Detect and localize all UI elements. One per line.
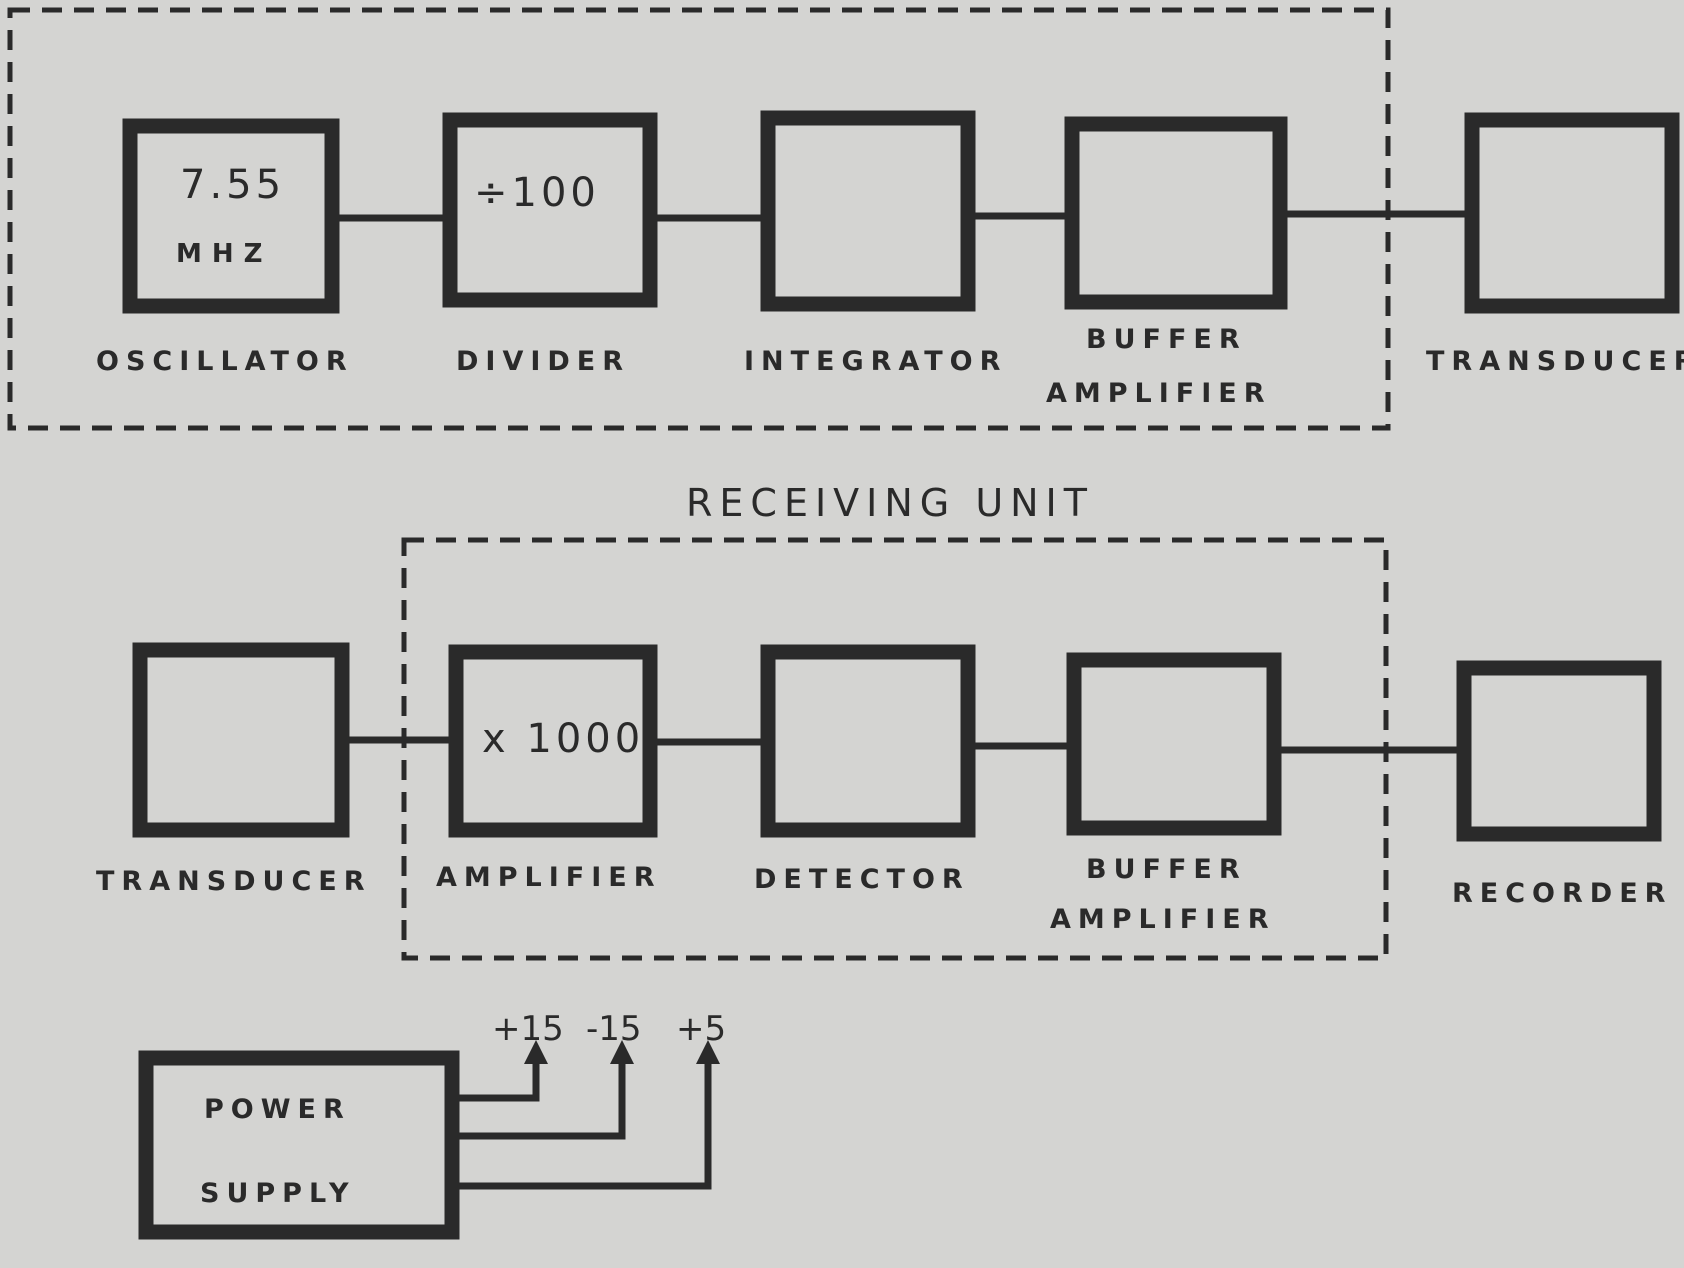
detector-block: DETECTOR: [754, 644, 976, 895]
wire-minus15: [452, 1060, 626, 1140]
voltage-minus15: -15: [586, 1009, 642, 1049]
transmitter-transducer-block: TRANSDUCER: [1426, 112, 1684, 377]
receiver-transducer-label: TRANSDUCER: [96, 866, 372, 897]
wire-plus5: [452, 1060, 712, 1190]
arrow-plus5-icon: [696, 1040, 720, 1064]
transmitter-amplifier-label: AMPLIFIER: [1046, 378, 1272, 409]
receiver-transducer-block: TRANSDUCER: [96, 642, 372, 897]
oscillator-block: 7.55 MHZ OSCILLATOR: [96, 118, 354, 377]
supply-label: SUPPLY: [200, 1178, 356, 1209]
transmitter-unit-boundary: [7, 7, 1391, 431]
receiver-transducer-box: [132, 642, 350, 838]
transmitter-transducer-label: TRANSDUCER: [1426, 346, 1684, 377]
recorder-box: [1456, 660, 1662, 842]
receiving-unit-title: RECEIVING UNIT: [686, 481, 1094, 525]
receiver-buffer-label: BUFFER: [1086, 854, 1247, 885]
transmitter-buffer-amplifier-box: [1064, 116, 1288, 310]
oscillator-frequency: 7.55: [180, 162, 285, 208]
power-supply-block: POWER SUPPLY: [138, 1050, 460, 1240]
receiver-buffer-amplifier-box: [1066, 652, 1282, 836]
oscillator-box: [122, 118, 340, 314]
transmitter-buffer-label: BUFFER: [1086, 324, 1247, 355]
divider-box: [442, 112, 658, 308]
power-label: POWER: [204, 1094, 351, 1125]
recorder-block: RECORDER: [1452, 660, 1672, 909]
oscillator-unit: MHZ: [176, 239, 273, 269]
amplifier-block: x 1000 AMPLIFIER: [436, 644, 662, 893]
transmitter-transducer-box: [1464, 112, 1680, 314]
power-supply-box: [138, 1050, 460, 1240]
detector-box: [760, 644, 976, 838]
integrator-block: INTEGRATOR: [744, 110, 1007, 377]
amplifier-label: AMPLIFIER: [436, 862, 662, 893]
integrator-label: INTEGRATOR: [744, 346, 1007, 377]
integrator-box: [760, 110, 976, 312]
divider-ratio: ÷100: [474, 170, 600, 216]
recorder-label: RECORDER: [1452, 878, 1672, 909]
voltage-plus15: +15: [492, 1009, 564, 1049]
divider-block: ÷100 DIVIDER: [442, 112, 658, 377]
receiver-buffer-amplifier-block: BUFFER AMPLIFIER: [1050, 652, 1282, 935]
transmitter-buffer-amplifier-block: BUFFER AMPLIFIER: [1046, 116, 1288, 409]
receiver-amplifier-label: AMPLIFIER: [1050, 904, 1276, 935]
amplifier-gain: x 1000: [482, 716, 644, 762]
oscillator-label: OSCILLATOR: [96, 346, 354, 377]
wire-plus15: [452, 1060, 540, 1102]
arrow-minus15-icon: [610, 1040, 634, 1064]
amplifier-box: [448, 644, 658, 838]
voltage-plus5: +5: [676, 1009, 726, 1049]
arrow-plus15-icon: [524, 1040, 548, 1064]
divider-label: DIVIDER: [456, 346, 630, 377]
detector-label: DETECTOR: [754, 864, 970, 895]
